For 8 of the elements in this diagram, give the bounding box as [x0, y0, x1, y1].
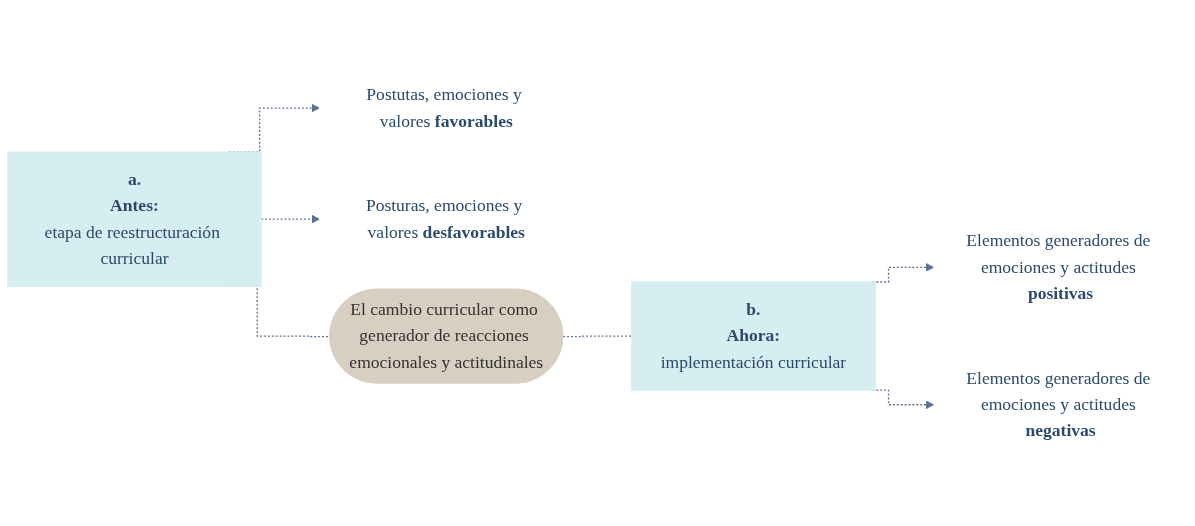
arrow [260, 214, 320, 224]
node-text: Elementos generadores de emociones y actitudes negativas [966, 368, 1151, 441]
node-box [7, 151, 262, 287]
node-box [630, 281, 876, 391]
connector [562, 335, 633, 338]
node-text: Elementos generadores de emociones y actitudes positivas [966, 230, 1151, 303]
node-text: Posturas, emociones y valores desfavorables [365, 195, 525, 242]
node-text: Postutas, emociones y valores favorables [366, 84, 522, 131]
